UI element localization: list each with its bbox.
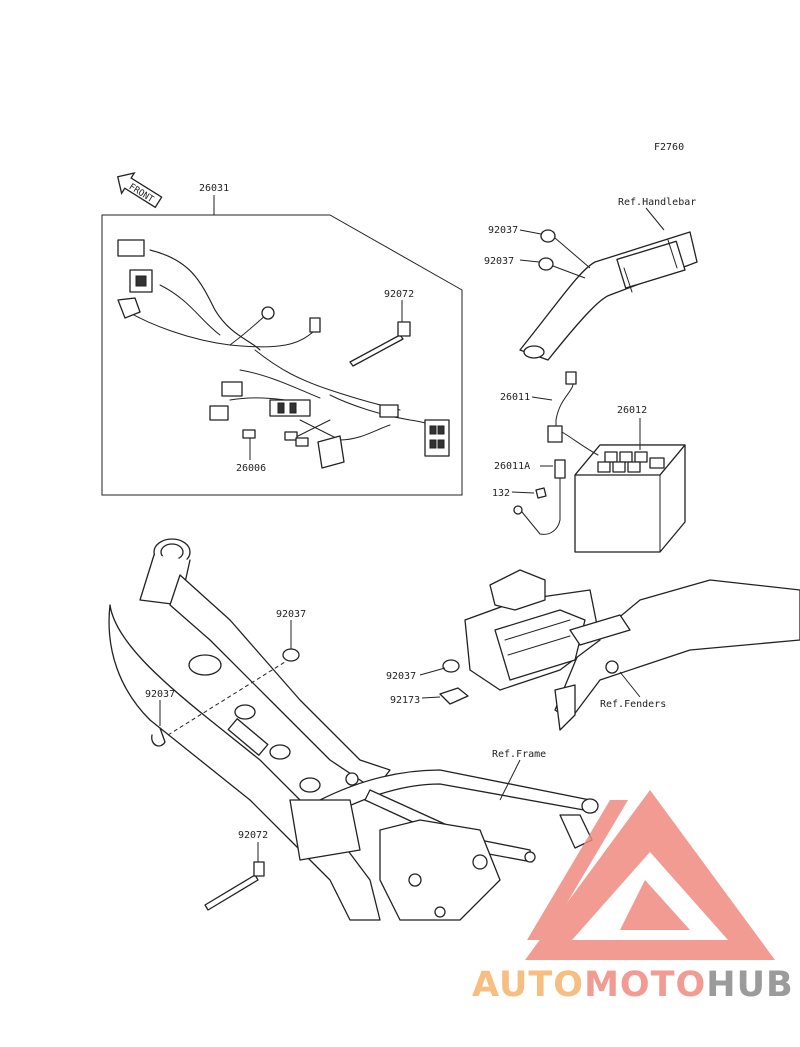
callout-frame-clamp-upper: 92037 bbox=[276, 609, 306, 620]
callout-clamp-band-harness: 92072 bbox=[384, 289, 414, 300]
watermark-moto: MOTO bbox=[584, 965, 706, 1005]
figure-code: F2760 bbox=[654, 142, 684, 153]
handlebar: 92037 92037 Ref.Handlebar bbox=[484, 197, 698, 361]
callout-harness: 26031 bbox=[199, 183, 229, 194]
callout-battery: 26012 bbox=[617, 405, 647, 416]
fender-assembly: 92037 92173 Ref.Fenders bbox=[386, 569, 800, 731]
front-arrow-icon: FRONT bbox=[116, 171, 163, 209]
ref-fenders: Ref.Fenders bbox=[600, 699, 666, 710]
callout-bolt: 132 bbox=[492, 488, 510, 499]
callout-cable-positive: 26011 bbox=[500, 392, 530, 403]
battery-group: 26012 26011 26011A 132 bbox=[492, 371, 686, 553]
wiring-harness bbox=[117, 239, 450, 469]
callout-handlebar-clamp-upper: 92037 bbox=[488, 225, 518, 236]
callout-frame-clamp-lower: 92037 bbox=[145, 689, 175, 700]
harness-box: 26031 bbox=[101, 183, 463, 496]
callout-harness-sub: 26006 bbox=[236, 463, 266, 474]
ref-handlebar: Ref.Handlebar bbox=[618, 197, 696, 208]
ref-frame: Ref.Frame bbox=[492, 749, 546, 760]
svg-text:AUTOMOTOHUB: AUTOMOTOHUB bbox=[472, 965, 794, 1005]
callout-fender-clamp: 92037 bbox=[386, 671, 416, 682]
callout-handlebar-clamp-lower: 92037 bbox=[484, 256, 514, 267]
watermark-auto: AUTO bbox=[472, 965, 584, 1005]
callout-clamp-band-frame: 92072 bbox=[238, 830, 268, 841]
frame: 92037 92037 92072 Ref.Frame bbox=[108, 538, 599, 921]
watermark-hub: HUB bbox=[706, 965, 793, 1005]
callout-fender-holder: 92173 bbox=[390, 695, 420, 706]
clamp-band-harness: 92072 bbox=[349, 289, 414, 367]
watermark-logo-icon bbox=[525, 790, 775, 960]
callout-cable-negative: 26011A bbox=[494, 461, 530, 472]
watermark: AUTOMOTOHUB bbox=[472, 790, 794, 1005]
